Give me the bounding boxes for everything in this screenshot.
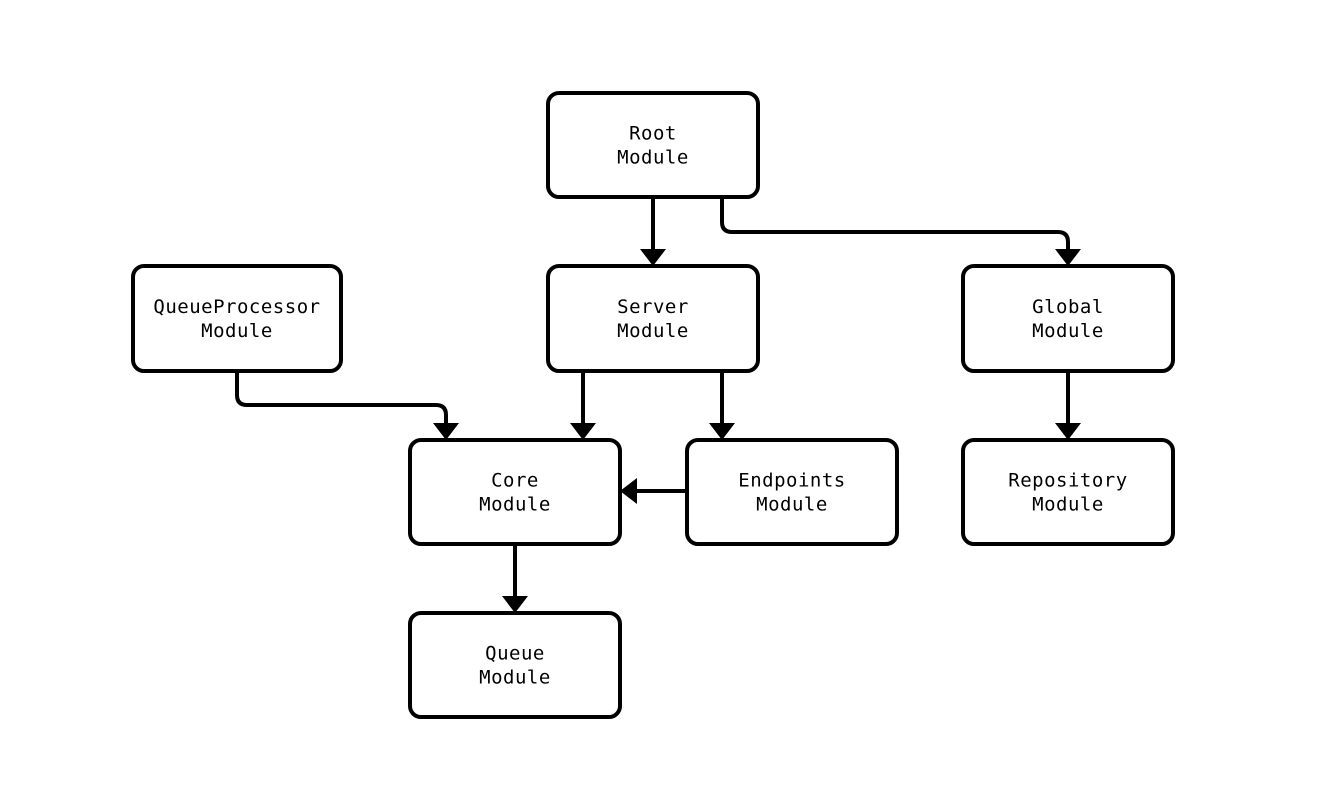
node-label-line2: Module xyxy=(479,494,551,516)
node-label-line1: Core xyxy=(491,470,539,492)
edge-root-to-server xyxy=(640,197,666,266)
edge-global-to-repository xyxy=(1055,371,1081,440)
node-label-line1: Root xyxy=(629,123,677,145)
node-box[interactable] xyxy=(961,438,1175,546)
node-label-line1: Server xyxy=(617,296,689,318)
node-label-line2: Module xyxy=(756,494,828,516)
node-box[interactable] xyxy=(961,264,1175,373)
node-label-line1: Global xyxy=(1032,296,1104,318)
edge-arrowhead xyxy=(709,423,735,440)
edge-arrowhead xyxy=(640,249,666,266)
edge-arrowhead xyxy=(620,478,637,504)
node-label-line2: Module xyxy=(1032,320,1104,342)
edge-server-to-core xyxy=(570,371,596,440)
node-box[interactable] xyxy=(546,264,760,373)
edge-line xyxy=(235,371,448,424)
edge-line xyxy=(720,197,1070,250)
node-label-line1: Queue xyxy=(485,643,545,665)
edge-endpoints-to-core xyxy=(620,478,687,504)
edges-layer xyxy=(235,197,1081,613)
node-label-line2: Module xyxy=(1032,494,1104,516)
node-box[interactable] xyxy=(408,611,622,719)
edge-arrowhead xyxy=(502,596,528,613)
edge-arrowhead xyxy=(1055,423,1081,440)
node-box[interactable] xyxy=(546,91,760,199)
edge-root-to-global xyxy=(720,197,1081,266)
node-label-line2: Module xyxy=(479,667,551,689)
edge-core-to-queue xyxy=(502,544,528,613)
node-box[interactable] xyxy=(685,438,899,546)
edge-arrowhead xyxy=(1055,249,1081,266)
node-label-line1: Repository xyxy=(1008,470,1127,492)
node-label-line2: Module xyxy=(201,320,273,342)
edge-arrowhead xyxy=(570,423,596,440)
edge-server-to-endpoints xyxy=(709,371,735,440)
node-box[interactable] xyxy=(131,264,343,373)
edge-queueprocessor-to-core xyxy=(235,371,459,440)
node-label-line2: Module xyxy=(617,147,689,169)
node-label-line1: Endpoints xyxy=(738,470,845,492)
node-label-line2: Module xyxy=(617,320,689,342)
node-box[interactable] xyxy=(408,438,622,546)
nodes-layer: RootModuleQueueProcessorModuleServerModu… xyxy=(131,91,1175,719)
edge-arrowhead xyxy=(433,423,459,440)
node-label-line1: QueueProcessor xyxy=(153,296,320,318)
